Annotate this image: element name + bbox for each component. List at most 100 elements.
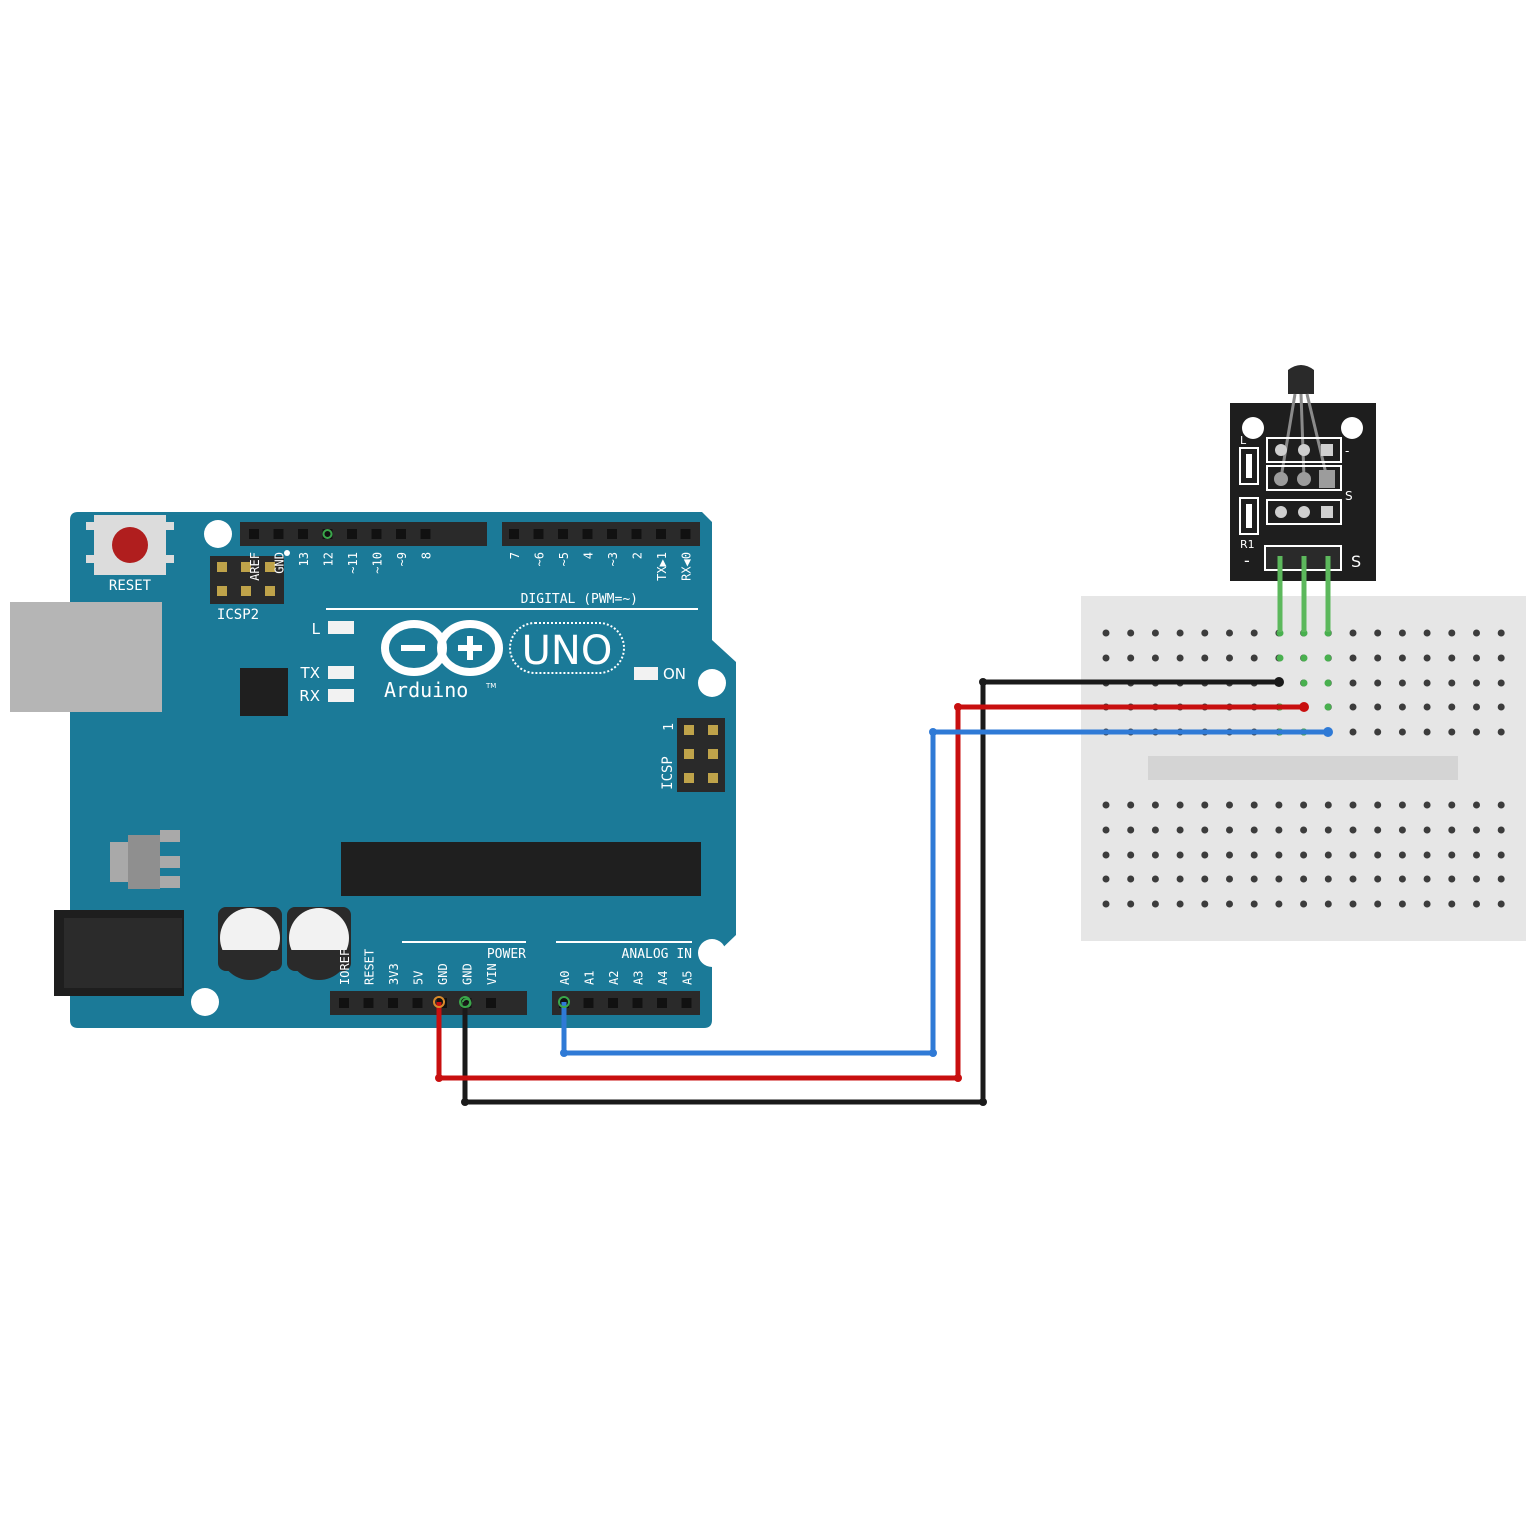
breadboard-hole[interactable] xyxy=(1201,851,1209,859)
breadboard-hole[interactable] xyxy=(1151,851,1159,859)
breadboard-hole[interactable] xyxy=(1275,900,1283,908)
breadboard-hole[interactable] xyxy=(1102,851,1110,859)
breadboard-hole[interactable] xyxy=(1324,826,1332,834)
breadboard-hole[interactable] xyxy=(1497,654,1505,662)
breadboard-hole[interactable] xyxy=(1324,900,1332,908)
breadboard-hole[interactable] xyxy=(1226,801,1233,809)
breadboard-hole[interactable] xyxy=(1448,801,1456,809)
breadboard-hole[interactable] xyxy=(1176,654,1184,662)
header-pin[interactable] xyxy=(347,529,357,539)
breadboard-hole[interactable] xyxy=(1250,826,1258,834)
header-pin[interactable] xyxy=(322,529,333,539)
breadboard-hole[interactable] xyxy=(1127,801,1135,809)
breadboard-hole[interactable] xyxy=(1374,703,1382,711)
breadboard-hole[interactable] xyxy=(1300,900,1308,908)
breadboard-hole[interactable] xyxy=(1349,826,1357,834)
breadboard-hole[interactable] xyxy=(1226,629,1233,637)
breadboard-hole[interactable] xyxy=(1349,654,1357,662)
breadboard-hole[interactable] xyxy=(1127,826,1135,834)
breadboard-hole[interactable] xyxy=(1324,875,1332,883)
breadboard-hole[interactable] xyxy=(1473,826,1480,834)
breadboard-hole[interactable] xyxy=(1448,875,1456,883)
breadboard-hole[interactable] xyxy=(1201,826,1209,834)
breadboard-hole[interactable] xyxy=(1448,851,1456,859)
breadboard-hole[interactable] xyxy=(1151,629,1159,637)
breadboard-hole[interactable] xyxy=(1398,851,1406,859)
breadboard-hole[interactable] xyxy=(1349,679,1357,687)
header-pin[interactable] xyxy=(680,529,691,539)
breadboard-hole[interactable] xyxy=(1473,851,1480,859)
breadboard-hole[interactable] xyxy=(1151,826,1159,834)
breadboard-hole[interactable] xyxy=(1473,654,1480,662)
breadboard-hole[interactable] xyxy=(1127,875,1135,883)
breadboard-hole[interactable] xyxy=(1398,654,1406,662)
breadboard-hole[interactable] xyxy=(1448,679,1456,687)
breadboard-hole[interactable] xyxy=(1423,826,1431,834)
breadboard-hole[interactable] xyxy=(1398,801,1406,809)
header-pin[interactable] xyxy=(437,998,447,1008)
breadboard-hole[interactable] xyxy=(1423,654,1431,662)
breadboard-hole[interactable] xyxy=(1473,679,1480,687)
breadboard-hole[interactable] xyxy=(1300,875,1308,883)
header-pin[interactable] xyxy=(420,529,431,539)
breadboard-hole[interactable] xyxy=(1423,703,1431,711)
header-pin[interactable] xyxy=(632,998,643,1008)
breadboard-hole[interactable] xyxy=(1398,629,1406,637)
breadboard-hole[interactable] xyxy=(1473,875,1480,883)
breadboard-hole[interactable] xyxy=(1473,703,1480,711)
breadboard-hole[interactable] xyxy=(1448,629,1456,637)
breadboard-hole[interactable] xyxy=(1201,654,1209,662)
breadboard-hole[interactable] xyxy=(1102,900,1110,908)
breadboard-hole[interactable] xyxy=(1226,851,1233,859)
breadboard-hole[interactable] xyxy=(1275,851,1283,859)
breadboard-hole[interactable] xyxy=(1497,801,1505,809)
breadboard-hole[interactable] xyxy=(1201,629,1209,637)
breadboard-hole[interactable] xyxy=(1349,875,1357,883)
breadboard-hole[interactable] xyxy=(1300,826,1308,834)
breadboard-hole[interactable] xyxy=(1176,801,1184,809)
breadboard-hole[interactable] xyxy=(1423,629,1431,637)
header-pin[interactable] xyxy=(681,998,692,1008)
breadboard-hole[interactable] xyxy=(1300,801,1308,809)
breadboard-hole[interactable] xyxy=(1151,900,1159,908)
breadboard-hole[interactable] xyxy=(1349,703,1357,711)
breadboard-hole[interactable] xyxy=(1275,801,1283,809)
breadboard-hole[interactable] xyxy=(1250,900,1258,908)
breadboard-hole[interactable] xyxy=(1201,875,1209,883)
breadboard-hole[interactable] xyxy=(1497,728,1505,736)
breadboard-hole[interactable] xyxy=(1374,679,1382,687)
breadboard-hole[interactable] xyxy=(1102,654,1110,662)
breadboard-hole[interactable] xyxy=(1349,629,1357,637)
breadboard-hole[interactable] xyxy=(1176,629,1184,637)
breadboard-hole[interactable] xyxy=(1448,826,1456,834)
breadboard-hole[interactable] xyxy=(1201,801,1209,809)
breadboard-hole[interactable] xyxy=(1176,875,1184,883)
header-pin[interactable] xyxy=(298,529,308,539)
breadboard-hole[interactable] xyxy=(1448,900,1456,908)
breadboard-hole[interactable] xyxy=(1102,875,1110,883)
breadboard-hole[interactable] xyxy=(1398,875,1406,883)
breadboard-hole[interactable] xyxy=(1448,703,1456,711)
breadboard-hole[interactable] xyxy=(1102,629,1110,637)
header-pin[interactable] xyxy=(509,529,519,539)
breadboard-hole[interactable] xyxy=(1374,900,1382,908)
breadboard-hole[interactable] xyxy=(1473,801,1480,809)
breadboard-hole[interactable] xyxy=(1250,654,1258,662)
breadboard-hole[interactable] xyxy=(1349,851,1357,859)
breadboard-hole[interactable] xyxy=(1398,826,1406,834)
header-pin[interactable] xyxy=(363,998,374,1008)
breadboard-hole[interactable] xyxy=(1398,728,1406,736)
breadboard-hole[interactable] xyxy=(1250,851,1258,859)
header-pin[interactable] xyxy=(339,998,349,1008)
breadboard-hole[interactable] xyxy=(1226,875,1233,883)
breadboard-hole[interactable] xyxy=(1497,629,1505,637)
breadboard-hole[interactable] xyxy=(1127,654,1135,662)
header-pin[interactable] xyxy=(533,529,544,539)
breadboard-hole[interactable] xyxy=(1151,654,1159,662)
breadboard-hole[interactable] xyxy=(1423,679,1431,687)
breadboard-hole[interactable] xyxy=(1374,801,1382,809)
breadboard-hole[interactable] xyxy=(1374,629,1382,637)
breadboard-hole[interactable] xyxy=(1497,900,1505,908)
header-pin[interactable] xyxy=(371,529,382,539)
header-pin[interactable] xyxy=(412,998,423,1008)
